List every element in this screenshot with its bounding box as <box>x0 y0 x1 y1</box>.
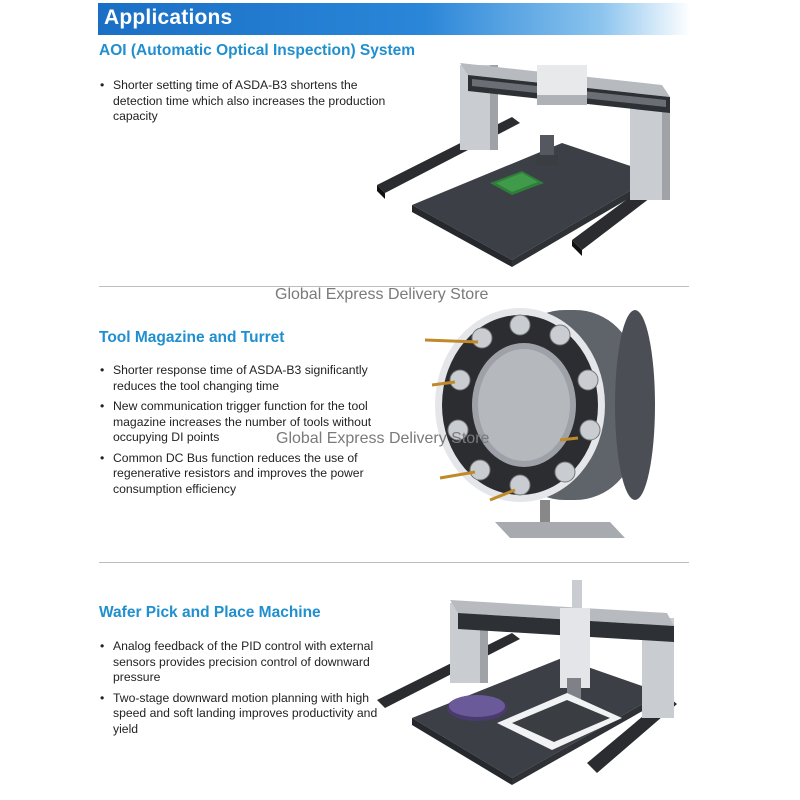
bullet-item: Shorter setting time of ASDA-B3 shortens… <box>99 78 399 125</box>
section-title-wafer-pick-place: Wafer Pick and Place Machine <box>99 604 321 621</box>
section-divider <box>99 286 689 287</box>
watermark: Global Express Delivery Store <box>276 430 490 447</box>
bullet-item: Common DC Bus function reduces the use o… <box>99 451 389 498</box>
aoi-bullets: Shorter setting time of ASDA-B3 shortens… <box>99 78 399 130</box>
tool-magazine-bullets: Shorter response time of ASDA-B3 signifi… <box>99 363 389 502</box>
aoi-machine-illustration <box>377 63 670 267</box>
bullet-item: Two-stage downward motion planning with … <box>99 691 389 738</box>
section-title-tool-magazine: Tool Magazine and Turret <box>99 329 285 346</box>
tool-magazine-illustration <box>424 308 655 538</box>
section-title-aoi: AOI (Automatic Optical Inspection) Syste… <box>99 42 416 59</box>
bullet-item: New communication trigger function for t… <box>99 399 389 446</box>
section-divider <box>99 562 689 563</box>
applications-banner: Applications <box>98 3 690 35</box>
bullet-item: Shorter response time of ASDA-B3 signifi… <box>99 363 389 394</box>
wafer-bullets: Analog feedback of the PID control with … <box>99 639 389 742</box>
watermark: Global Express Delivery Store <box>275 286 489 303</box>
wafer-machine-illustration <box>377 580 677 785</box>
bullet-item: Analog feedback of the PID control with … <box>99 639 389 686</box>
banner-title: Applications <box>104 6 233 29</box>
